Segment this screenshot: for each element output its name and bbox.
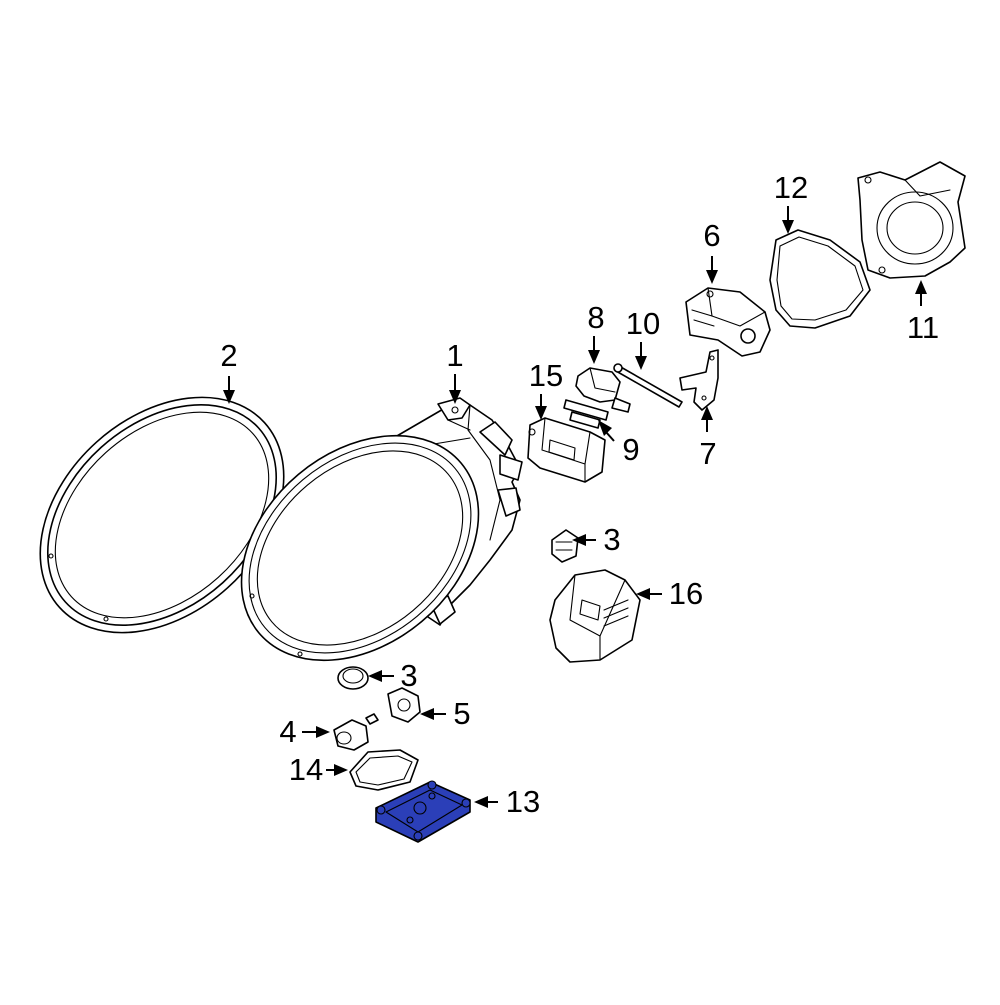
part-11-reflector-housing[interactable]	[857, 161, 966, 279]
part-4-bulb-socket[interactable]	[333, 713, 379, 751]
part-6-actuator[interactable]	[685, 287, 771, 357]
callout-9: 9	[622, 432, 639, 467]
part-9-clip[interactable]	[563, 399, 609, 429]
part-8-bracket[interactable]	[575, 367, 631, 413]
callout-16: 16	[669, 576, 703, 611]
callout-5: 5	[453, 696, 470, 731]
callout-2: 2	[220, 338, 237, 373]
callout-4: 4	[279, 714, 296, 749]
callout-13: 13	[506, 784, 540, 819]
callout-12: 12	[774, 170, 808, 205]
part-16-control-unit[interactable]	[549, 569, 641, 663]
callout-15: 15	[529, 358, 563, 393]
part-2-lens-seal[interactable]	[0, 350, 330, 680]
callout-7: 7	[699, 436, 716, 471]
callout-6: 6	[703, 218, 720, 253]
callout-leaders	[223, 206, 927, 808]
part-1-headlamp-housing[interactable]	[197, 390, 523, 707]
part-14-seal-ring[interactable]	[349, 749, 419, 791]
part-10-adjuster-rod[interactable]	[613, 363, 683, 408]
part-13-ballast-cover[interactable]	[375, 780, 471, 843]
callout-1: 1	[446, 338, 463, 373]
part-12-gasket[interactable]	[769, 229, 871, 329]
callout-8: 8	[587, 300, 604, 335]
callout-14: 14	[289, 752, 323, 787]
part-7-bracket[interactable]	[679, 349, 719, 411]
part-15-module[interactable]	[527, 417, 606, 483]
callout-3-upper: 3	[603, 522, 620, 557]
callout-3-lower: 3	[400, 658, 417, 693]
part-3-cap-lower[interactable]	[337, 666, 369, 690]
callout-labels: 1 2 15 8 10 9 7 6 12 11 3 16 3 5 4 14 13	[220, 170, 939, 819]
callout-11: 11	[907, 310, 939, 345]
part-3-cap-upper[interactable]	[551, 529, 579, 563]
part-5-holder[interactable]	[387, 687, 421, 723]
callout-10: 10	[626, 306, 660, 341]
